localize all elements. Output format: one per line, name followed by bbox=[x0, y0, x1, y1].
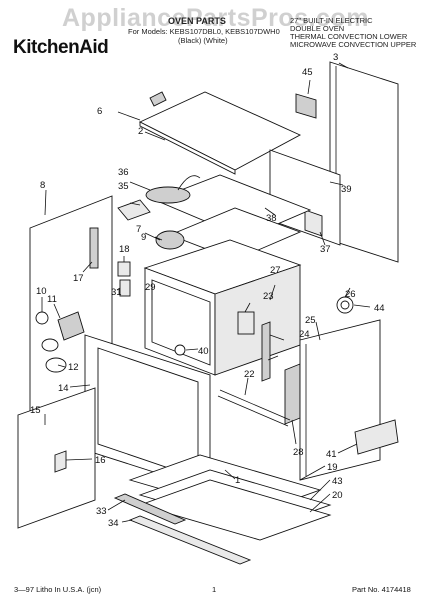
callout-24: 24 bbox=[299, 329, 310, 340]
diagram-title: OVEN PARTS bbox=[168, 16, 226, 26]
part-lamp bbox=[41, 338, 59, 352]
callout-39: 39 bbox=[341, 184, 352, 195]
callout-29: 29 bbox=[145, 282, 156, 293]
callout-8: 8 bbox=[40, 180, 45, 191]
part-12 bbox=[45, 357, 67, 373]
callout-1: 1 bbox=[235, 475, 240, 486]
bracket-18 bbox=[117, 261, 131, 277]
cavity-opening bbox=[151, 279, 211, 366]
blower-duct bbox=[145, 186, 191, 204]
footer-part-number: Part No. 4174418 bbox=[352, 585, 411, 594]
product-line-3: THERMAL CONVECTION LOWER bbox=[290, 32, 408, 41]
callout-9: 9 bbox=[141, 232, 146, 243]
callout-45: 45 bbox=[302, 67, 313, 78]
callout-44: 44 bbox=[374, 303, 385, 314]
hinge-24 bbox=[261, 321, 271, 382]
leader-lines bbox=[41, 62, 371, 523]
callout-2: 2 bbox=[138, 126, 143, 137]
callout-12: 12 bbox=[68, 362, 79, 373]
callout-3: 3 bbox=[333, 52, 338, 63]
callout-23: 23 bbox=[263, 291, 274, 302]
part-11 bbox=[57, 311, 85, 341]
callout-10: 10 bbox=[36, 286, 47, 297]
watermark: AppliancePartsPros.com bbox=[62, 4, 369, 32]
callout-6: 6 bbox=[97, 106, 102, 117]
fitting-40 bbox=[174, 344, 186, 356]
footer-litho: 3—97 Litho In U.S.A. (jcn) bbox=[14, 585, 102, 594]
footer-page-number: 1 bbox=[212, 585, 217, 594]
callout-27: 27 bbox=[270, 265, 281, 276]
callout-15: 15 bbox=[30, 405, 41, 416]
callout-43: 43 bbox=[332, 476, 343, 487]
callout-28: 28 bbox=[293, 447, 304, 458]
product-line-4: MICROWAVE CONVECTION UPPER bbox=[290, 40, 417, 49]
motor-9 bbox=[155, 230, 185, 250]
model-line-1: For Models: KEBS107DBL0, KEBS107DWH0 bbox=[128, 27, 280, 36]
small-bracket bbox=[149, 91, 167, 107]
callout-16: 16 bbox=[95, 455, 106, 466]
callout-19: 19 bbox=[327, 462, 338, 473]
top-panel-edge bbox=[139, 121, 236, 175]
blower-tube bbox=[177, 175, 201, 191]
bracket-17 bbox=[89, 227, 99, 269]
callout-labels: 2 6 3 45 39 38 36 35 8 7 9 37 27 26 44 2… bbox=[30, 52, 385, 529]
callout-34: 34 bbox=[108, 518, 119, 529]
brand-logo: KitchenAid bbox=[13, 37, 109, 58]
side-bracket-37 bbox=[304, 209, 323, 237]
callout-11: 11 bbox=[47, 294, 57, 305]
side-panel-lower bbox=[299, 319, 381, 481]
rail-22 bbox=[219, 389, 291, 421]
bracket-23 bbox=[237, 311, 255, 335]
strip-33 bbox=[113, 493, 187, 525]
callout-22: 22 bbox=[244, 369, 255, 380]
callout-7: 7 bbox=[136, 224, 141, 235]
product-line-2: DOUBLE OVEN bbox=[290, 24, 345, 33]
bracket-41 bbox=[354, 419, 399, 455]
callout-25: 25 bbox=[305, 315, 316, 326]
callout-20: 20 bbox=[332, 490, 343, 501]
strip-34 bbox=[128, 515, 252, 565]
callout-37: 37 bbox=[320, 244, 331, 255]
callout-31: 31 bbox=[111, 287, 122, 298]
callout-18: 18 bbox=[119, 244, 130, 255]
callout-40: 40 bbox=[198, 346, 209, 357]
hinge-28 bbox=[284, 363, 301, 425]
part-10 bbox=[35, 311, 49, 325]
door-handle-16 bbox=[54, 450, 67, 473]
callout-26: 26 bbox=[345, 289, 356, 300]
callout-38: 38 bbox=[266, 213, 277, 224]
product-line-1: 27" BUILT-IN ELECTRIC bbox=[290, 16, 373, 25]
bottom-panel-20 bbox=[138, 479, 332, 541]
callout-41: 41 bbox=[326, 449, 337, 460]
callout-35: 35 bbox=[118, 181, 129, 192]
bracket-35 bbox=[117, 199, 151, 221]
callout-33: 33 bbox=[96, 506, 107, 517]
model-line-2: (Black) (White) bbox=[178, 36, 228, 45]
vent-plate bbox=[295, 93, 317, 119]
callout-14: 14 bbox=[58, 383, 69, 394]
callout-17: 17 bbox=[73, 273, 84, 284]
callout-36: 36 bbox=[118, 167, 129, 178]
